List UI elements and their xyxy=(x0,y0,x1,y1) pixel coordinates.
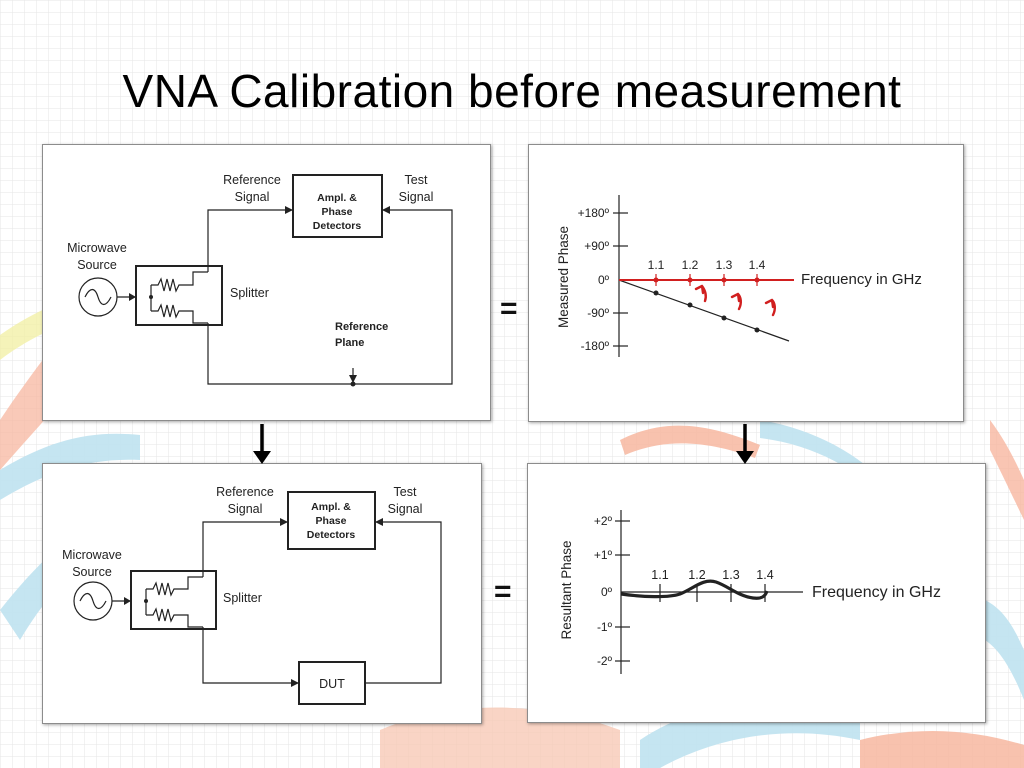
splitter-box xyxy=(135,265,223,326)
resultant-phase-plot: Resultant Phase +2º +1º 0º -1º -2º 1.1 1… xyxy=(527,463,986,723)
correction-arrow xyxy=(730,292,742,311)
arrow-head xyxy=(291,679,299,687)
arrow-head xyxy=(124,597,131,605)
test-signal-label: Signal xyxy=(399,190,434,204)
measured-phase-point xyxy=(687,302,693,308)
detectors-box xyxy=(292,174,383,238)
zero-phase-point xyxy=(653,277,659,283)
detectors-label: Ampl. & xyxy=(317,192,357,204)
reference-signal-label: Signal xyxy=(228,502,263,516)
y-tick-label: -90º xyxy=(587,306,609,320)
test-signal-label: Signal xyxy=(388,502,423,516)
reference-signal-line xyxy=(207,209,293,272)
decorative-swoosh xyxy=(990,420,1024,520)
source-label: Source xyxy=(77,258,117,272)
correction-arrow xyxy=(694,284,707,303)
y-tick-label: +1º xyxy=(594,548,613,562)
arrow-head xyxy=(382,206,390,214)
correction-arrow xyxy=(764,298,776,317)
source-label: Microwave xyxy=(67,241,127,255)
y-tick-label: +2º xyxy=(594,514,613,528)
measured-phase-point xyxy=(721,315,727,321)
down-arrow-right xyxy=(736,424,754,464)
resultant-phase-curve xyxy=(620,579,769,600)
x-tick-label: 1.3 xyxy=(716,258,733,272)
zero-phase-point xyxy=(754,277,760,283)
sine-icon xyxy=(84,288,112,306)
x-tick-label: 1.4 xyxy=(749,258,766,272)
y-tick-label: +90º xyxy=(584,239,609,253)
down-arrow-left xyxy=(253,424,271,464)
dut-input-line xyxy=(202,627,299,684)
measured-phase-point xyxy=(754,327,760,333)
y-axis-label: Resultant Phase xyxy=(559,540,574,639)
reference-signal-label: Reference xyxy=(223,173,281,187)
detectors-label: Ampl. & xyxy=(311,501,351,513)
detectors-label: Detectors xyxy=(307,529,356,541)
x-tick-label: 1.2 xyxy=(682,258,699,272)
arrow-head xyxy=(129,293,136,301)
zero-phase-point xyxy=(721,277,727,283)
x-tick-label: 1.3 xyxy=(722,568,739,582)
slide-title: VNA Calibration before measurement xyxy=(122,65,902,117)
test-signal-line xyxy=(207,209,453,385)
test-signal-line xyxy=(365,521,442,684)
reference-signal-label: Reference xyxy=(216,485,274,499)
sine-icon xyxy=(79,592,107,610)
arrow-head xyxy=(280,518,288,526)
x-tick-label: 1.1 xyxy=(648,258,665,272)
decorative-swoosh xyxy=(985,600,1024,700)
y-tick-label: -1º xyxy=(597,620,613,634)
detectors-box xyxy=(287,491,376,550)
dut-label: DUT xyxy=(319,677,345,691)
x-tick-label: 1.1 xyxy=(651,568,668,582)
splitter-label: Splitter xyxy=(223,591,262,605)
measured-phase-svg: Measured Phase xyxy=(556,195,922,357)
zero-phase-point xyxy=(687,277,693,283)
source-label: Source xyxy=(72,565,112,579)
x-axis-label: Frequency in GHz xyxy=(801,271,922,288)
equals-sign-top: = xyxy=(500,292,518,325)
y-tick-label: -180º xyxy=(581,339,610,353)
decorative-swoosh xyxy=(620,425,760,458)
measurement-circuit-diagram: Reference Signal Test Signal Microwave S… xyxy=(42,463,482,724)
equals-sign-bottom: = xyxy=(494,575,512,608)
x-axis-label: Frequency in GHz xyxy=(812,584,941,601)
test-signal-label: Test xyxy=(405,173,428,187)
calibration-circuit-diagram: Reference Signal Test Signal Microwave S… xyxy=(42,144,491,421)
detectors-label: Detectors xyxy=(313,220,362,232)
y-tick-label: +180º xyxy=(578,206,610,220)
resultant-phase-svg: Resultant Phase +2º +1º 0º -1º -2º 1.1 1… xyxy=(559,510,941,674)
detectors-label: Phase xyxy=(322,206,353,218)
splitter-label: Splitter xyxy=(230,286,269,300)
measured-phase-plot: Measured Phase xyxy=(528,144,964,422)
reference-signal-line xyxy=(202,521,288,577)
y-tick-label: -2º xyxy=(597,654,613,668)
arrow-head xyxy=(375,518,383,526)
phase-trend-line xyxy=(618,279,790,342)
measurement-circuit-svg: Reference Signal Test Signal Microwave S… xyxy=(62,485,442,705)
arrow-head xyxy=(285,206,293,214)
reference-signal-label: Signal xyxy=(235,190,270,204)
splitter-resistor-top xyxy=(151,271,208,293)
splitter-box xyxy=(130,570,217,630)
y-tick-label: 0º xyxy=(598,273,610,287)
measured-phase-point xyxy=(653,290,659,296)
calibration-circuit-svg: Reference Signal Test Signal Microwave S… xyxy=(67,173,453,387)
splitter-resistor-bottom xyxy=(151,303,208,324)
x-tick-label: 1.4 xyxy=(756,568,773,582)
decorative-swoosh xyxy=(860,730,1024,768)
y-tick-label: 0º xyxy=(601,585,613,599)
y-axis-label: Measured Phase xyxy=(556,226,571,328)
test-signal-label: Test xyxy=(394,485,417,499)
detectors-label: Phase xyxy=(316,515,347,527)
reference-plane-label: Reference xyxy=(335,321,388,333)
source-label: Microwave xyxy=(62,548,122,562)
splitter-resistor-bottom xyxy=(146,607,203,628)
x-tick-label: 1.2 xyxy=(688,568,705,582)
decorative-swoosh xyxy=(760,420,900,505)
reference-plane-label: Plane xyxy=(335,337,364,349)
splitter-resistor-top xyxy=(146,576,203,597)
arrow-head xyxy=(349,375,357,383)
